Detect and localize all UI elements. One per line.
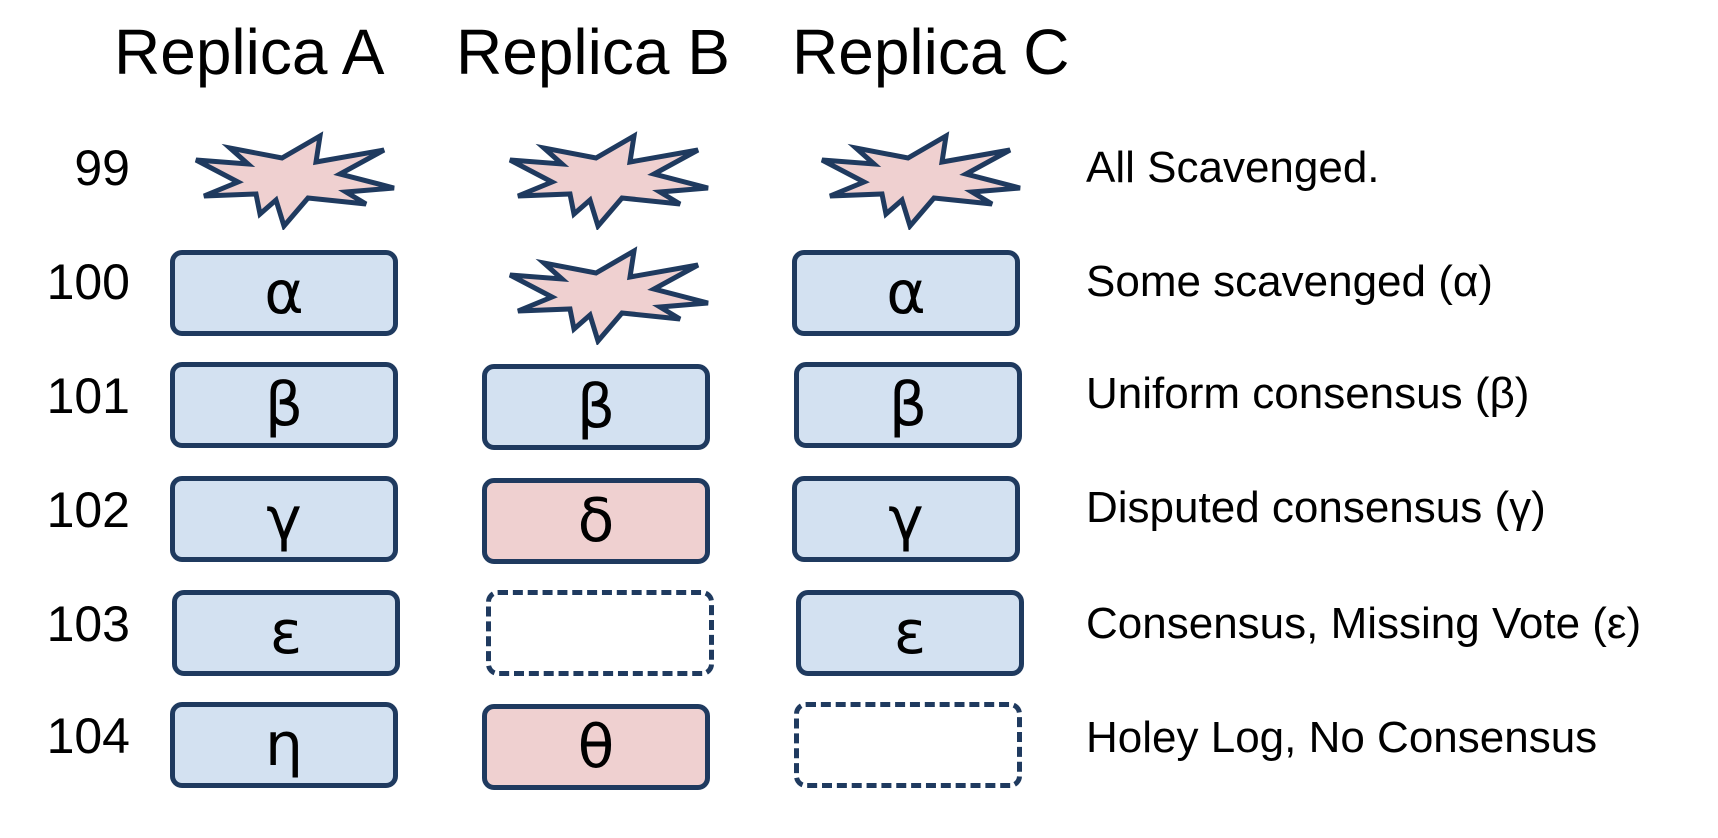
- row-label-103: Consensus, Missing Vote (ε): [1086, 599, 1642, 648]
- slot-number-104: 104: [46, 708, 130, 764]
- slot-number-100: 100: [46, 254, 130, 310]
- log-entry-c-101: β: [794, 362, 1022, 448]
- log-entry-a-104: η: [170, 702, 398, 788]
- log-entry-c-102: γ: [792, 476, 1020, 562]
- log-entry-a-101: β: [170, 362, 398, 448]
- row-label-101: Uniform consensus (β): [1086, 369, 1530, 418]
- entry-symbol: δ: [577, 486, 615, 556]
- slot-number-101: 101: [46, 368, 130, 424]
- entry-symbol: γ: [888, 484, 924, 554]
- log-entry-a-102: γ: [170, 476, 398, 562]
- log-entry-c-104-empty: [794, 702, 1022, 788]
- entry-symbol: θ: [577, 712, 615, 782]
- log-entry-b-101: β: [482, 364, 710, 450]
- row-label-100: Some scavenged (α): [1086, 257, 1493, 306]
- entry-symbol: β: [264, 370, 304, 440]
- entry-symbol: η: [264, 710, 304, 780]
- explosion-icon: [816, 130, 1026, 230]
- log-entry-a-103: ε: [172, 590, 400, 676]
- header-replica-a: Replica A: [114, 16, 385, 88]
- log-entry-b-103-empty: [486, 590, 714, 676]
- explosion-icon: [190, 130, 400, 230]
- log-entry-b-104: θ: [482, 704, 710, 790]
- log-entry-b-102: δ: [482, 478, 710, 564]
- entry-symbol: α: [264, 258, 304, 328]
- log-entry-c-103: ε: [796, 590, 1024, 676]
- slot-number-103: 103: [46, 596, 130, 652]
- entry-symbol: α: [886, 258, 926, 328]
- entry-symbol: β: [888, 370, 928, 440]
- header-replica-c: Replica C: [792, 16, 1070, 88]
- entry-symbol: ε: [893, 598, 927, 668]
- row-label-99: All Scavenged.: [1086, 143, 1380, 192]
- entry-symbol: γ: [266, 484, 302, 554]
- entry-symbol: ε: [269, 598, 303, 668]
- row-label-102: Disputed consensus (γ): [1086, 483, 1546, 532]
- explosion-icon: [504, 245, 714, 345]
- log-entry-c-100: α: [792, 250, 1020, 336]
- log-entry-a-100: α: [170, 250, 398, 336]
- entry-symbol: β: [576, 372, 616, 442]
- row-label-104: Holey Log, No Consensus: [1086, 713, 1598, 762]
- slot-number-99: 99: [74, 140, 130, 196]
- header-replica-b: Replica B: [456, 16, 730, 88]
- explosion-icon: [504, 130, 714, 230]
- slot-number-102: 102: [46, 482, 130, 538]
